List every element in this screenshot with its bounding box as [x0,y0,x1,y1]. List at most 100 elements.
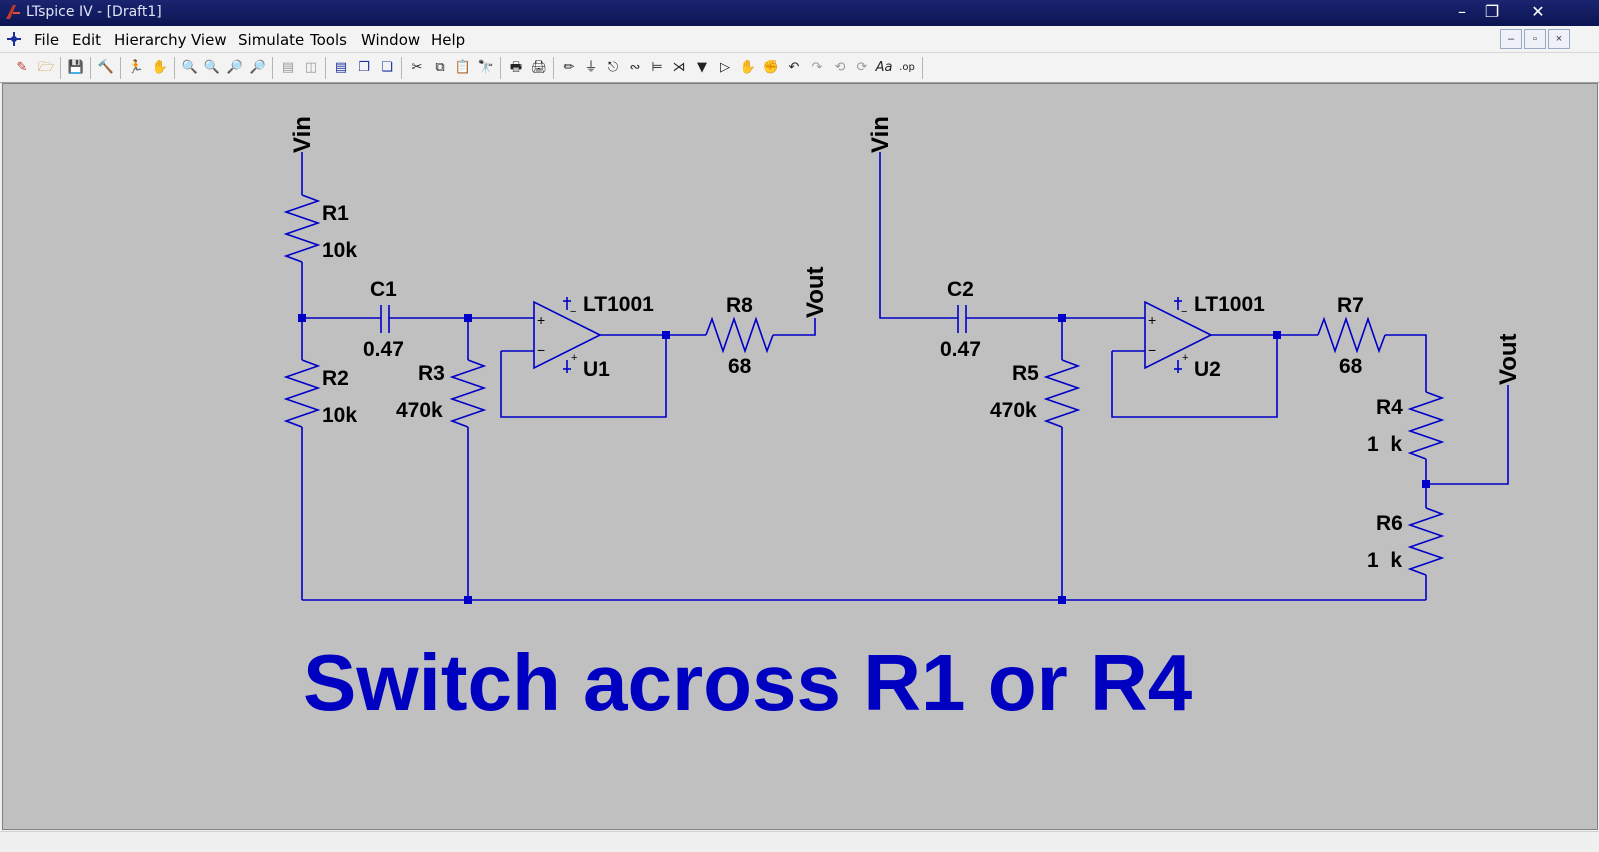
halt-icon[interactable]: ✋ [151,60,169,75]
r8-name: R8 [726,294,753,317]
redo-icon[interactable]: ↷ [811,60,823,75]
schematic-comment[interactable]: Switch across R1 or R4 [303,638,1193,727]
find-icon[interactable]: 🔭 [477,60,495,75]
zoom-fit-icon[interactable]: 🔎 [249,60,267,75]
vin-label-left: Vin [289,116,316,153]
resistor-r8[interactable] [705,316,774,354]
open-icon[interactable]: 🗁 [37,60,55,75]
junction [1422,480,1430,488]
r6-value: 1 k [1367,549,1402,572]
minus-symbol: − [537,342,545,358]
restore-button[interactable]: ❐ [1484,2,1500,21]
menu-help[interactable]: Help [431,31,466,49]
zoom-in-icon[interactable]: 🔍 [181,60,199,75]
tile-vertical-icon[interactable]: ◫ [304,60,318,75]
print-icon[interactable]: 🖨 [530,60,548,75]
mirror-icon[interactable]: ⟳ [856,60,868,75]
plus-symbol: + [1148,312,1156,328]
menu-tools[interactable]: Tools [310,31,347,49]
wire-vout [1426,385,1509,485]
c2-value: 0.47 [940,338,981,361]
title-bar: LTspice IV - [Draft1] – ❐ ✕ [0,0,1599,26]
resistor-r7[interactable] [1317,316,1386,354]
resistor-r4[interactable] [1407,391,1445,460]
cut-icon[interactable]: ✂ [411,60,423,75]
run-icon[interactable]: 🏃 [127,60,145,75]
menu-hierarchy[interactable]: Hierarchy [114,31,187,49]
diode-icon[interactable]: ▼ [697,60,707,75]
capacitor-icon[interactable]: ⊨ [651,60,663,75]
u1-ref: U1 [583,358,610,381]
junction [1058,596,1066,604]
opamp-u2[interactable] [1144,300,1213,370]
minimize-button[interactable]: – [1458,2,1466,21]
plus-supply-symbol: + [1182,352,1188,364]
schematic-doc-icon[interactable] [4,29,24,49]
print-setup-icon[interactable]: 🖶 [509,60,523,75]
r6-name: R6 [1376,512,1403,535]
menu-edit[interactable]: Edit [72,31,102,49]
close-windows-icon[interactable]: ❐ [358,60,370,75]
wire [879,152,958,319]
cascade-icon[interactable]: ▤ [334,60,348,75]
mdi-close-button[interactable]: × [1548,29,1570,49]
wire [1385,334,1427,392]
drag-icon[interactable]: ✊ [762,60,780,75]
r5-value: 470k [990,399,1037,422]
menu-file[interactable]: File [34,31,60,49]
menu-simulate[interactable]: Simulate [238,31,305,49]
pan-icon[interactable]: 🔍 [203,60,221,75]
u2-model: LT1001 [1194,293,1265,316]
wire [773,318,816,336]
wire-feedback [500,335,667,418]
junction [1058,314,1066,322]
resistor-r1[interactable] [283,194,321,263]
paste-icon[interactable]: 📋 [454,60,472,75]
toolbar: ✎ 🗁 💾 🔨 🏃 ✋ 🔍 🔍 🔎 🔎 ▤ ◫ ▤ ❐ ❏ ✂ ⧉ 📋 🔭 🖶 … [0,53,1599,83]
mdi-minimize-button[interactable]: – [1500,29,1522,49]
control-panel-icon[interactable]: 🔨 [97,60,115,75]
r1-value: 10k [322,239,357,262]
copy-icon[interactable]: ⧉ [435,60,445,75]
c2-name: C2 [947,278,974,301]
u1-model: LT1001 [583,293,654,316]
rotate-icon[interactable]: ⟲ [834,60,846,75]
r4-value: 1 k [1367,433,1402,456]
schematic-canvas[interactable]: Vin R1 10k C1 0.47 R2 10k R3 [2,83,1598,830]
text-icon[interactable]: Aa [875,60,893,75]
label-net-icon[interactable]: ⎋ [607,60,619,75]
spice-directive-icon[interactable]: .op [899,62,915,73]
move-icon[interactable]: ✋ [739,60,757,75]
menu-view[interactable]: View [191,31,227,49]
r2-value: 10k [322,404,357,427]
new-schematic-icon[interactable]: ✎ [16,60,28,75]
resistor-r5[interactable] [1043,359,1081,428]
u2-ref: U2 [1194,358,1221,381]
resistor-r2[interactable] [283,359,321,428]
opamp-u1[interactable] [533,300,602,370]
undo-icon[interactable]: ↶ [788,60,800,75]
wire-icon[interactable]: ✏ [563,60,575,75]
window-list-icon[interactable]: ❏ [381,60,393,75]
r3-value: 470k [396,399,443,422]
vin-label-right: Vin [867,116,894,153]
save-icon[interactable]: 💾 [67,60,85,75]
resistor-r3[interactable] [449,359,487,428]
inductor-icon[interactable]: ⋊ [672,60,686,75]
minus-supply-symbol: − [1181,306,1187,318]
r8-value: 68 [728,355,752,378]
ground-icon[interactable]: ⏚ [584,60,598,75]
wire-feedback [1111,335,1278,418]
resistor-r6[interactable] [1407,507,1445,576]
resistor-icon[interactable]: ∾ [629,60,641,75]
schematic-drawing: Vin R1 10k C1 0.47 R2 10k R3 [283,116,1522,727]
menu-window[interactable]: Window [361,31,421,49]
mdi-restore-button[interactable]: ▫ [1524,29,1546,49]
zoom-out-icon[interactable]: 🔎 [226,60,244,75]
vout-label-left: Vout [802,266,829,318]
close-button[interactable]: ✕ [1531,2,1545,21]
menu-bar: File Edit Hierarchy View Simulate Tools … [0,26,1599,53]
component-icon[interactable]: ▷ [720,60,730,75]
tile-horizontal-icon[interactable]: ▤ [281,60,295,75]
status-bar [0,831,1599,852]
